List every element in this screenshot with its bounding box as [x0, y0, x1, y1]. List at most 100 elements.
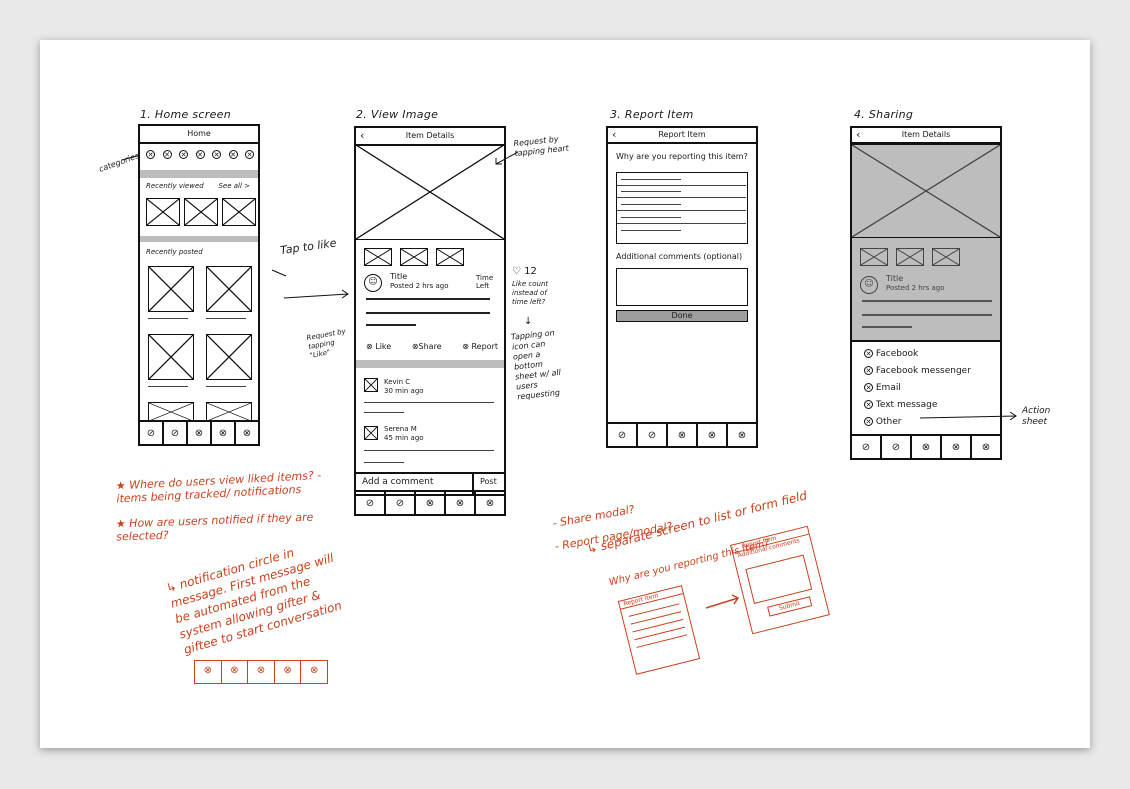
tab-icon[interactable]: ⊗	[912, 436, 942, 458]
divider	[356, 360, 504, 368]
thumbnail-image[interactable]	[146, 198, 180, 226]
text-line	[862, 326, 912, 328]
thumbnail-image[interactable]	[222, 198, 256, 226]
text-line	[366, 298, 490, 300]
text-line	[366, 312, 490, 314]
see-all-link[interactable]: See all >	[218, 182, 250, 190]
category-icon[interactable]: ✕	[195, 150, 205, 159]
tab-icon: ⊗	[309, 665, 319, 676]
tab-icon[interactable]: ⊘	[608, 424, 638, 446]
back-chevron-icon[interactable]: ‹	[856, 128, 861, 141]
comments-textarea[interactable]	[616, 268, 748, 306]
mini-report-header: Report Item	[618, 586, 684, 610]
tab-icon[interactable]: ⊗	[942, 436, 972, 458]
category-icon[interactable]: ✕	[228, 150, 238, 159]
post-button[interactable]: Post	[472, 474, 503, 494]
tab-icon[interactable]: ⊘	[638, 424, 668, 446]
sharing-header: ‹ Item Details	[852, 128, 1000, 144]
post-image[interactable]	[148, 334, 194, 380]
tab-icon[interactable]: ⊗	[188, 422, 212, 444]
reason-option[interactable]	[621, 230, 681, 231]
text-line	[206, 318, 246, 319]
text-line	[206, 386, 246, 387]
tab-bar: ⊘ ⊘ ⊗ ⊗ ⊗	[852, 434, 1000, 458]
recently-posted-title: Recently posted	[146, 248, 203, 256]
tab-icon[interactable]: ⊗	[698, 424, 728, 446]
reason-option[interactable]	[621, 191, 681, 192]
tab-icon[interactable]: ⊗	[446, 492, 476, 514]
item-title: Title	[390, 272, 408, 281]
sketch-sheet: 1. Home screen categories Home ✕ ✕ ✕ ✕ ✕…	[40, 40, 1090, 748]
thumbnail-image[interactable]	[364, 248, 392, 266]
reason-option[interactable]	[621, 217, 681, 218]
thumbnail-image	[860, 248, 888, 266]
tab-bar: ⊘ ⊘ ⊗ ⊗ ⊗	[140, 420, 258, 444]
tab-icon[interactable]: ⊗	[416, 492, 446, 514]
category-icon[interactable]: ✕	[146, 150, 155, 159]
comment-time: 30 min ago	[384, 387, 424, 395]
tab-icon[interactable]: ⊘	[356, 492, 386, 514]
done-button[interactable]: Done	[616, 310, 748, 322]
dimmed-overlay[interactable]: ☺ Title Posted 2 hrs ago	[852, 144, 1000, 340]
commenter-avatar	[364, 378, 378, 392]
report-question: Why are you reporting this item?	[616, 152, 748, 161]
back-chevron-icon[interactable]: ‹	[612, 128, 617, 141]
heart-count: ♡ 12	[512, 266, 537, 277]
tab-icon: ⊗	[195, 661, 222, 683]
share-option-messenger[interactable]: ✕ Facebook messenger	[864, 366, 971, 376]
sharing-caption: 4. Sharing	[854, 108, 914, 121]
sharing-header-title: Item Details	[901, 130, 951, 139]
share-options: ✕ Facebook ✕ Facebook messenger ✕ Email …	[852, 342, 1000, 431]
share-button[interactable]: ⊗Share	[411, 342, 442, 351]
reason-list[interactable]	[616, 172, 748, 244]
tab-icon[interactable]: ⊘	[140, 422, 164, 444]
report-screen: ‹ Report Item Why are you reporting this…	[606, 126, 758, 448]
tab-icon[interactable]: ⊗	[737, 429, 747, 441]
share-option-other[interactable]: ✕ Other	[864, 417, 902, 427]
report-button[interactable]: ⊗ Report	[462, 342, 498, 351]
thumbnail-image[interactable]	[436, 248, 464, 266]
add-comment-input[interactable]: Add a comment	[362, 477, 434, 487]
tab-icon[interactable]: ⊗	[485, 497, 495, 509]
back-chevron-icon[interactable]: ‹	[360, 129, 365, 142]
like-button[interactable]: ⊗ Like	[366, 342, 392, 351]
item-posted: Posted 2 hrs ago	[886, 284, 945, 292]
text-line	[148, 386, 188, 387]
view-caption: 2. View Image	[356, 108, 439, 121]
share-option-facebook[interactable]: ✕ Facebook	[864, 349, 919, 359]
reason-option[interactable]	[621, 179, 681, 180]
divider	[617, 223, 746, 224]
tab-icon[interactable]: ⊗	[212, 422, 236, 444]
avatar-icon[interactable]: ☺	[364, 274, 382, 292]
category-icon[interactable]: ✕	[245, 150, 254, 159]
share-option-email[interactable]: ✕ Email	[864, 383, 901, 393]
thumbnail-image[interactable]	[184, 198, 218, 226]
share-option-text[interactable]: ✕ Text message	[864, 400, 938, 410]
post-image[interactable]	[206, 266, 252, 312]
post-image[interactable]	[206, 334, 252, 380]
report-header: ‹ Report Item	[608, 128, 756, 144]
tab-icon[interactable]: ⊗	[981, 441, 991, 453]
tab-icon[interactable]: ⊗	[668, 424, 698, 446]
post-image[interactable]	[148, 266, 194, 312]
tab-icon[interactable]: ⊘	[164, 422, 188, 444]
tab-icon[interactable]: ⊘	[386, 492, 416, 514]
thumbnail-image[interactable]	[400, 248, 428, 266]
mini-report-sketch: Report Item	[617, 585, 701, 675]
note-notification-circle: ↳ notification circle in message. First …	[164, 545, 344, 657]
action-row: ⊗ Like ⊗Share ⊗ Report	[366, 342, 498, 351]
post-image[interactable]	[148, 402, 194, 422]
tab-icon[interactable]: ⊗	[242, 427, 252, 439]
post-image[interactable]	[206, 402, 252, 422]
tab-icon[interactable]: ⊘	[882, 436, 912, 458]
category-icon[interactable]: ✕	[212, 150, 221, 159]
home-caption: 1. Home screen	[140, 108, 231, 121]
category-icon[interactable]: ✕	[162, 150, 172, 159]
tab-icon[interactable]: ⊘	[852, 436, 882, 458]
home-title: Home	[140, 126, 258, 144]
reason-option[interactable]	[621, 204, 681, 205]
category-icon[interactable]: ✕	[179, 150, 188, 159]
item-main-image[interactable]	[356, 144, 504, 240]
category-row[interactable]: ✕ ✕ ✕ ✕ ✕ ✕ ✕	[146, 150, 254, 159]
comment-name: Serena M	[384, 425, 417, 433]
